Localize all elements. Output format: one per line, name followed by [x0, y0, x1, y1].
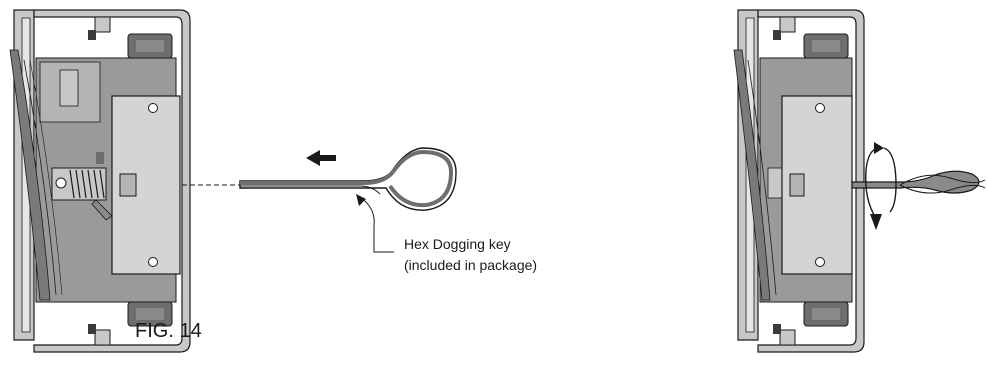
callout-line-2: (included in package) — [404, 257, 537, 273]
right-lock-assembly — [733, 9, 986, 353]
callout-line-1: Hex Dogging key — [404, 236, 511, 252]
left-lock-assembly — [9, 9, 191, 353]
hex-dogging-key — [239, 147, 457, 211]
left-bottom-roller — [127, 301, 173, 327]
left-top-roller — [127, 33, 173, 59]
right-top-roller — [803, 33, 849, 59]
left-spring — [51, 152, 113, 221]
right-bottom-roller — [803, 301, 849, 327]
inserted-key — [851, 170, 986, 194]
rotation-arrow — [865, 142, 897, 230]
insert-arrow — [306, 150, 336, 166]
figure-label: FIG. 14 — [135, 320, 202, 342]
right-latch-plate — [781, 95, 853, 275]
key-callout: Hex Dogging key (included in package) — [356, 194, 537, 273]
left-latch-plate — [111, 95, 181, 275]
